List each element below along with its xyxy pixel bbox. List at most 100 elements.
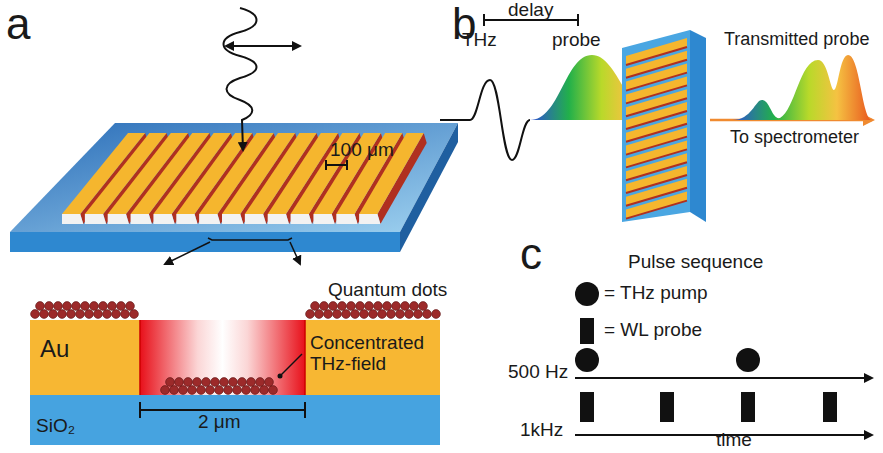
rate-label: 500 Hz (508, 362, 568, 383)
pump-pulse (575, 348, 599, 372)
quantum-dot (197, 386, 206, 395)
quantum-dot (85, 310, 94, 319)
stripe-front (108, 214, 129, 224)
quantum-dot (432, 310, 441, 319)
quantum-dot (58, 310, 67, 319)
quantum-dot (306, 310, 315, 319)
quantum-dot (188, 386, 197, 395)
quantum-dot (215, 386, 224, 395)
quantum-dot (414, 310, 423, 319)
quantum-dot (260, 386, 269, 395)
quantum-dot (72, 302, 81, 311)
pump-symbol (575, 282, 599, 306)
quantum-dot (184, 378, 193, 387)
quantum-dot (202, 378, 211, 387)
quantum-dot (49, 310, 58, 319)
quantum-dot (242, 386, 251, 395)
quantum-dot (351, 310, 360, 319)
gap-edge (139, 320, 141, 395)
polarization-arrow (226, 45, 300, 47)
leader-dot (278, 374, 283, 379)
slab-face (622, 30, 690, 222)
quantum-dot (311, 302, 320, 311)
quantum-dot (76, 310, 85, 319)
quantum-dot (401, 302, 410, 311)
stripe-front (336, 214, 357, 224)
stripe-front (359, 214, 380, 224)
quantum-dot (31, 310, 40, 319)
quantum-dot (342, 310, 351, 319)
material-label: Quantum dots (328, 280, 447, 301)
pump-pulse (736, 348, 760, 372)
quantum-dot (238, 378, 247, 387)
quantum-dot (320, 302, 329, 311)
quantum-dot (161, 386, 170, 395)
stripe-front (131, 214, 152, 224)
material-label: SiO₂ (36, 416, 75, 437)
dimension-bracket (326, 160, 347, 170)
quantum-dot (99, 302, 108, 311)
pulse-train (575, 348, 837, 422)
leader-line (280, 354, 302, 376)
transmitted-pulse (732, 55, 872, 120)
probe-pulse (660, 392, 674, 422)
quantum-dot (360, 310, 369, 319)
stripe-front (291, 214, 312, 224)
quantum-dot (112, 310, 121, 319)
quantum-dot (94, 310, 103, 319)
quantum-dot (256, 378, 265, 387)
stripe-edge (626, 201, 687, 219)
quantum-dot (103, 310, 112, 319)
probe-pulse (580, 392, 594, 422)
stripe-front (199, 214, 220, 224)
quantum-dot (356, 302, 365, 311)
stripe-front (245, 214, 266, 224)
beam-label: To spectrometer (730, 128, 859, 148)
quantum-dot (392, 302, 401, 311)
quantum-dot (54, 302, 63, 311)
metal-stripes (62, 133, 427, 224)
stripe-front (85, 214, 106, 224)
time-axis (575, 377, 872, 379)
quantum-dot (374, 302, 383, 311)
delay-label: delay (508, 0, 553, 21)
zoom-arrow (165, 242, 210, 264)
quantum-dot (387, 310, 396, 319)
quantum-dot (166, 378, 175, 387)
quantum-dot (126, 302, 135, 311)
substrate-top (10, 123, 458, 232)
quantum-dot (329, 302, 338, 311)
quantum-dot (315, 310, 324, 319)
panel-letter: c (520, 230, 542, 278)
thz-wave (224, 8, 257, 150)
quantum-dot (233, 386, 242, 395)
pulse-label: THz (462, 30, 497, 51)
material-label: Au (40, 336, 69, 362)
quantum-dot (211, 378, 220, 387)
stripe (626, 192, 687, 219)
quantum-dot (251, 386, 260, 395)
field-label: Concentrated THz-field (310, 333, 430, 375)
gold-right (305, 320, 440, 395)
quantum-dot (67, 310, 76, 319)
quantum-dot (396, 310, 405, 319)
stripe-front (62, 214, 83, 224)
quantum-dot (45, 302, 54, 311)
quantum-dot (224, 386, 233, 395)
slab-side (690, 30, 706, 222)
quantum-dot (338, 302, 347, 311)
zoom-bracket (208, 238, 292, 240)
substrate-front (10, 232, 400, 252)
stripe-front (313, 214, 334, 224)
quantum-dot (108, 302, 117, 311)
quantum-dot (220, 378, 229, 387)
quantum-dot (378, 310, 387, 319)
quantum-dot (269, 386, 278, 395)
metal-stripes (626, 38, 687, 219)
legend-text: = WL probe (604, 320, 702, 341)
pulse-label: Transmitted probe (724, 30, 869, 50)
stripe-front (176, 214, 197, 224)
legend-text: = THz pump (604, 283, 708, 304)
quantum-dot (423, 310, 432, 319)
